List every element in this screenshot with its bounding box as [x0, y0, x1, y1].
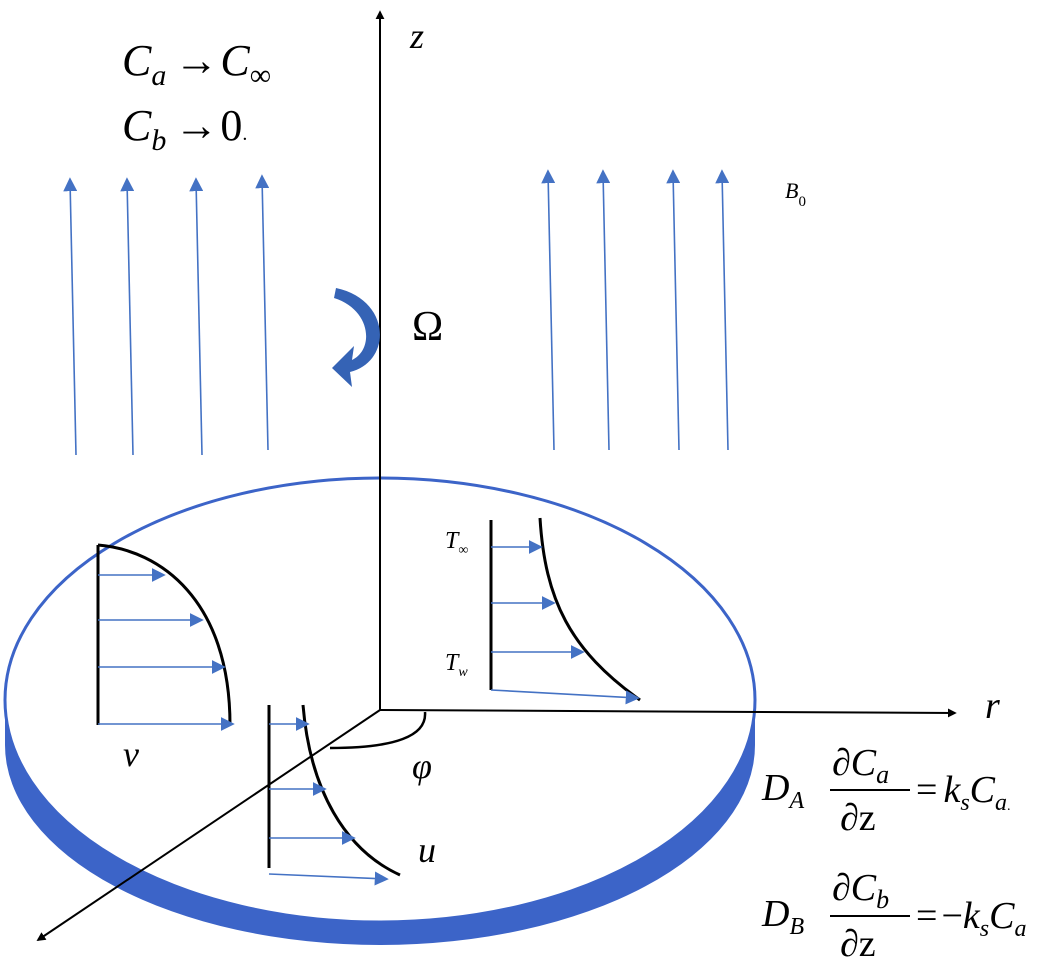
t-wall-label: Tw: [445, 650, 468, 680]
rotation-arrow-body: [332, 288, 380, 387]
z-axis-label: z: [409, 16, 424, 56]
temperature-profile: T∞ Tw: [445, 517, 641, 705]
rotation-arrow: [332, 288, 380, 387]
field-arrow: [715, 169, 730, 451]
field-arrow: [63, 177, 78, 456]
phi-angle-arc: [329, 711, 427, 750]
phi-angle-label: φ: [412, 746, 432, 786]
v-profile-label: v: [123, 734, 139, 774]
u-profile-label: u: [418, 830, 436, 870]
field-arrow: [666, 169, 681, 451]
bc-a-right-side: =ksCa.: [916, 769, 1011, 816]
boundary-condition-b: DB ∂Cb ∂z =−ksCa: [761, 867, 1026, 962]
magnetic-field-arrows: [63, 169, 730, 456]
temperature-profile-arrow: [490, 689, 640, 705]
bc-a-coefficient: DA: [761, 767, 804, 814]
axes: z r φ: [36, 10, 1000, 942]
bc-b-numerator: ∂Cb: [832, 867, 889, 914]
v-velocity-profile: v: [96, 543, 235, 774]
theta-axis: [36, 709, 381, 942]
r-axis: [379, 708, 957, 718]
bc-b-coefficient: DB: [761, 893, 804, 940]
cb-far-field-condition: Cb→0.: [122, 101, 247, 157]
bc-b-right-side: =−ksCa: [916, 895, 1026, 942]
magnetic-field-label: B0: [785, 178, 806, 210]
bc-a-denominator: ∂z: [840, 797, 876, 839]
field-arrow: [120, 177, 135, 456]
v-profile-curve: [97, 543, 232, 726]
u-profile-arrow: [268, 871, 389, 886]
far-field-conditions: Ca→C∞ Cb→0.: [122, 36, 271, 157]
boundary-condition-a: DA ∂Ca ∂z =ksCa.: [761, 742, 1011, 839]
u-velocity-profile: u: [267, 704, 436, 886]
field-arrow: [541, 169, 556, 451]
r-axis-label: r: [985, 685, 1000, 727]
bc-a-numerator: ∂Ca: [832, 742, 889, 789]
field-arrow: [596, 169, 611, 451]
bc-b-denominator: ∂z: [840, 923, 876, 962]
ca-far-field-condition: Ca→C∞: [122, 36, 271, 92]
omega-label: Ω: [412, 304, 443, 350]
t-infinity-label: T∞: [445, 528, 468, 558]
field-arrow: [189, 177, 204, 456]
u-profile-curve: [301, 704, 401, 877]
field-arrow: [255, 174, 270, 451]
temperature-profile-curve: [538, 517, 641, 702]
